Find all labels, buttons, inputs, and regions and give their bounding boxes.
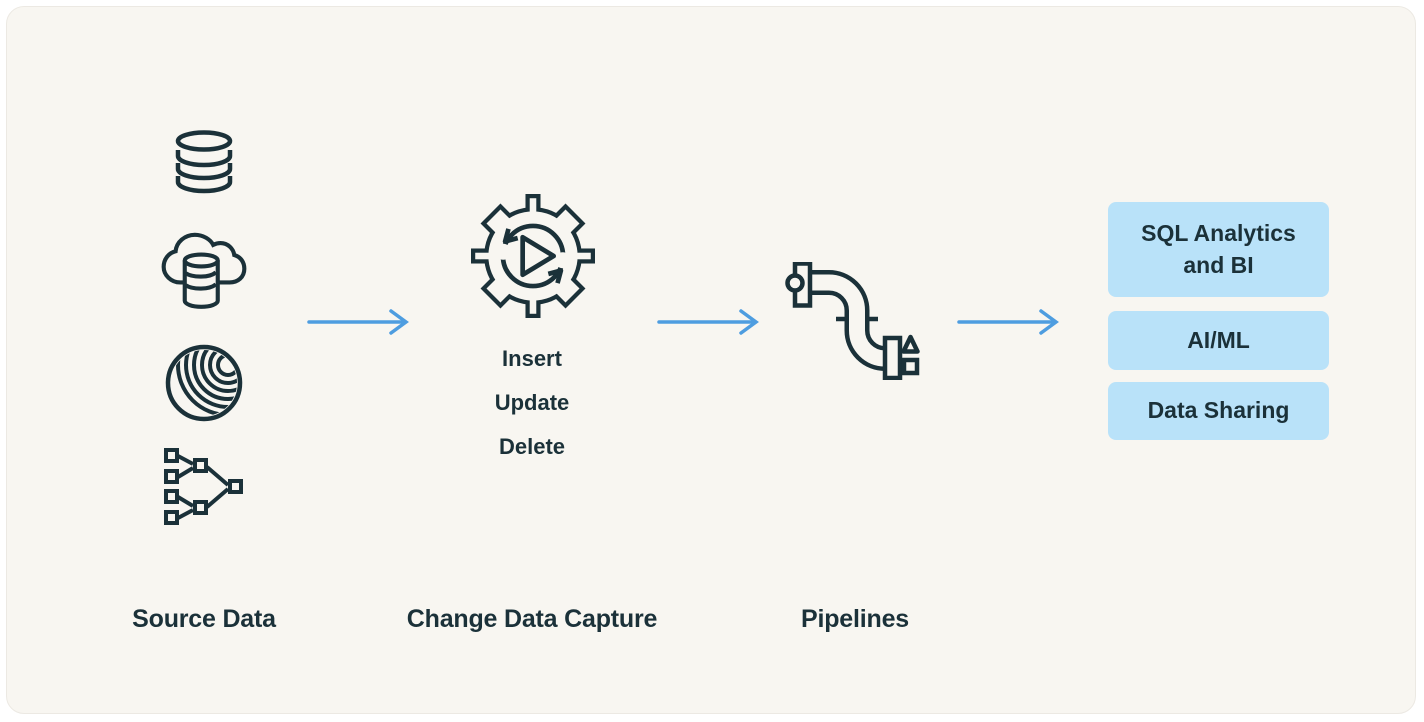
output-box-label: AI/ML [1187,326,1250,353]
output-box-label: SQL Analytics and BI [1141,220,1296,278]
database-icon [170,128,238,194]
stage-label-source-data: Source Data [132,605,276,633]
cdc-operation-delete: Delete [498,434,566,459]
pipeline-icon [785,262,920,380]
yarn-ball-icon [164,343,244,423]
cdc-operations-list: Insert Update Delete [432,337,632,469]
gear-sync-icon [471,194,595,318]
cloud-database-icon [160,231,248,311]
merge-tree-icon [164,448,244,525]
output-box-data-sharing: Data Sharing [1108,382,1329,440]
output-box-sql-analytics: SQL Analytics and BI [1108,202,1329,297]
cdc-operation-insert: Insert [502,346,562,371]
stage-label-pipelines: Pipelines [801,605,909,633]
flow-arrow-icon [656,308,762,336]
cdc-operation-update: Update [494,390,570,415]
flow-arrow-icon [956,308,1062,336]
output-box-ai-ml: AI/ML [1108,311,1329,370]
stage-label-change-data-capture: Change Data Capture [406,605,658,633]
output-box-label: Data Sharing [1147,397,1290,424]
flow-arrow-icon [306,308,412,336]
